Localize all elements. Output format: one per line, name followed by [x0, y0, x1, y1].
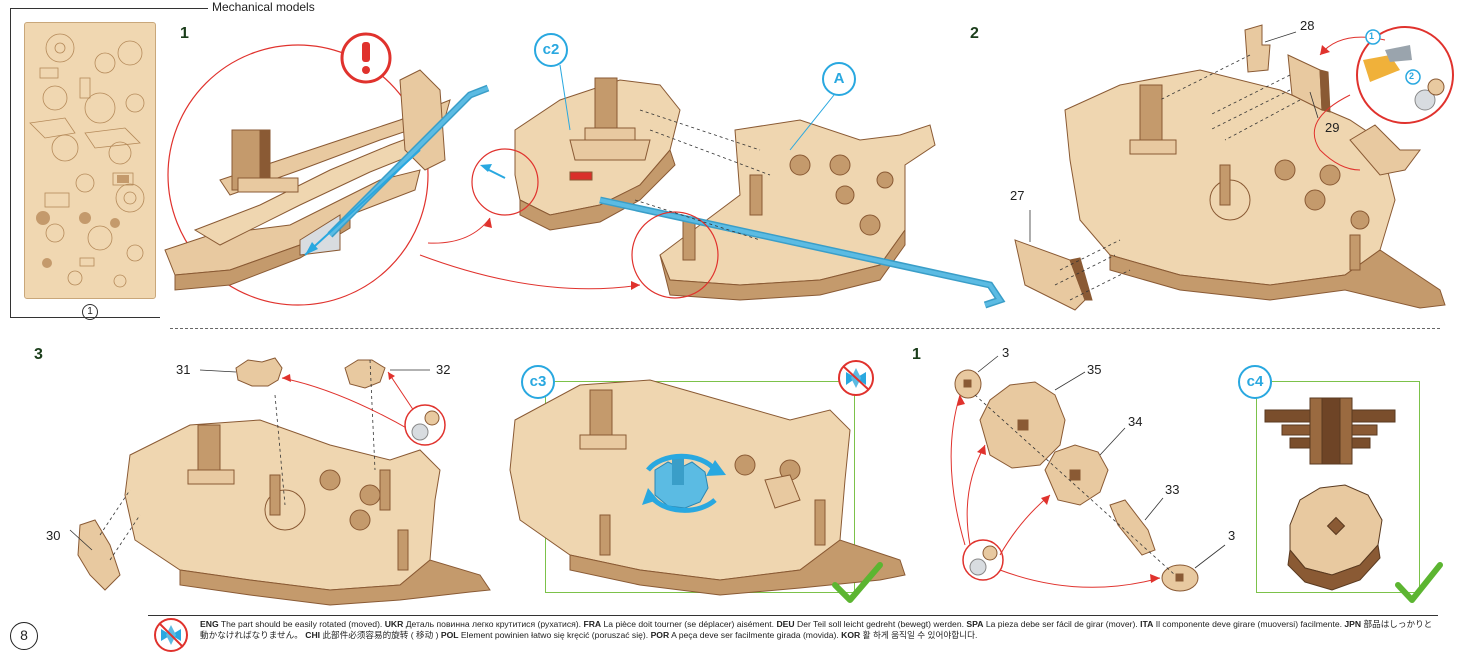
lang-code-kor: KOR	[841, 630, 861, 640]
callout-c3: c3	[521, 365, 555, 399]
step-marker-1: 1	[176, 23, 198, 45]
callout-a: A	[822, 62, 856, 96]
blue-gear	[654, 455, 709, 509]
lang-code-chi: CHI	[305, 630, 321, 640]
part-label-29: 29	[1325, 120, 1340, 135]
part-label-27: 27	[1010, 188, 1025, 203]
callout-c4: c4	[1238, 365, 1272, 399]
part-label-35: 35	[1087, 362, 1102, 377]
note-kor: 활 하게 움직일 수 있어야합니다.	[860, 630, 978, 640]
note-eng: The part should be easily rotated (moved…	[218, 619, 385, 629]
lang-code-jpn: JPN	[1344, 619, 1362, 629]
header-rule	[30, 8, 208, 9]
page-number: 8	[10, 622, 38, 650]
multilingual-note: ENG The part should be easily rotated (m…	[200, 619, 1440, 641]
frame-rule-corner	[10, 8, 32, 9]
part-label-31: 31	[176, 362, 191, 377]
check-icon	[1395, 562, 1443, 603]
step-number: 2	[970, 25, 979, 42]
rotate-icon	[838, 360, 874, 396]
step-marker-1b: 1	[908, 344, 930, 366]
sheet-number: 1	[82, 304, 98, 320]
lang-code-spa: SPA	[966, 619, 984, 629]
lang-code-ita: ITA	[1140, 619, 1154, 629]
part-label-3-bottom: 3	[1228, 528, 1236, 543]
callout-c2: c2	[534, 33, 568, 67]
badge-1: 1	[1369, 31, 1375, 41]
part-label-3-top: 3	[1002, 345, 1010, 360]
lang-code-ukr: UKR	[384, 619, 404, 629]
note-por: A peça deve ser facilmente girada (movid…	[669, 630, 842, 640]
note-fra: La pièce doit tourner (se déplacer) aisé…	[601, 619, 777, 629]
step-number: 3	[34, 346, 43, 363]
part-label-28: 28	[1300, 18, 1315, 33]
lang-code-eng: ENG	[200, 619, 219, 629]
note-ukr: Деталь повинна легко крутитися (рухатися…	[403, 619, 584, 629]
part-label-33: 33	[1165, 482, 1180, 497]
note-jpn: 部品はしっかりと動かなければなりません。	[200, 619, 1433, 640]
note-ita: Il componente deve girare (muoversi) fac…	[1153, 619, 1345, 629]
badge-2: 2	[1409, 71, 1415, 81]
note-deu: Der Teil soll leicht gedreht (bewegt) we…	[794, 619, 967, 629]
rotate-note-icon	[154, 618, 188, 652]
section-title: Mechanical models	[212, 0, 315, 14]
note-chi: 此部件必须容易的旋转 ( 移动 )	[320, 630, 441, 640]
part-label-32: 32	[436, 362, 451, 377]
part-sheet-illustration	[29, 33, 145, 288]
step-number: 1	[180, 25, 189, 42]
lang-code-fra: FRA	[583, 619, 602, 629]
warning-icon	[340, 32, 392, 84]
footer-rule	[148, 615, 1438, 616]
lang-code-deu: DEU	[776, 619, 795, 629]
part-label-30: 30	[46, 528, 61, 543]
c4-check-frame	[1256, 381, 1420, 593]
part-sheet-thumbnail	[24, 22, 156, 299]
step-number: 1	[912, 346, 921, 363]
lang-code-pol: POL	[440, 630, 459, 640]
part-label-34: 34	[1128, 414, 1143, 429]
lang-code-por: POR	[650, 630, 670, 640]
note-spa: La pieza debe ser fácil de girar (mover)…	[983, 619, 1141, 629]
check-icon	[832, 562, 883, 603]
step-marker-3: 3	[30, 344, 52, 366]
frame-rule-left	[10, 8, 11, 318]
step-marker-2: 2	[966, 23, 988, 45]
section-separator	[170, 328, 1440, 329]
note-pol: Element powinien łatwo się kręcić (porus…	[458, 630, 651, 640]
